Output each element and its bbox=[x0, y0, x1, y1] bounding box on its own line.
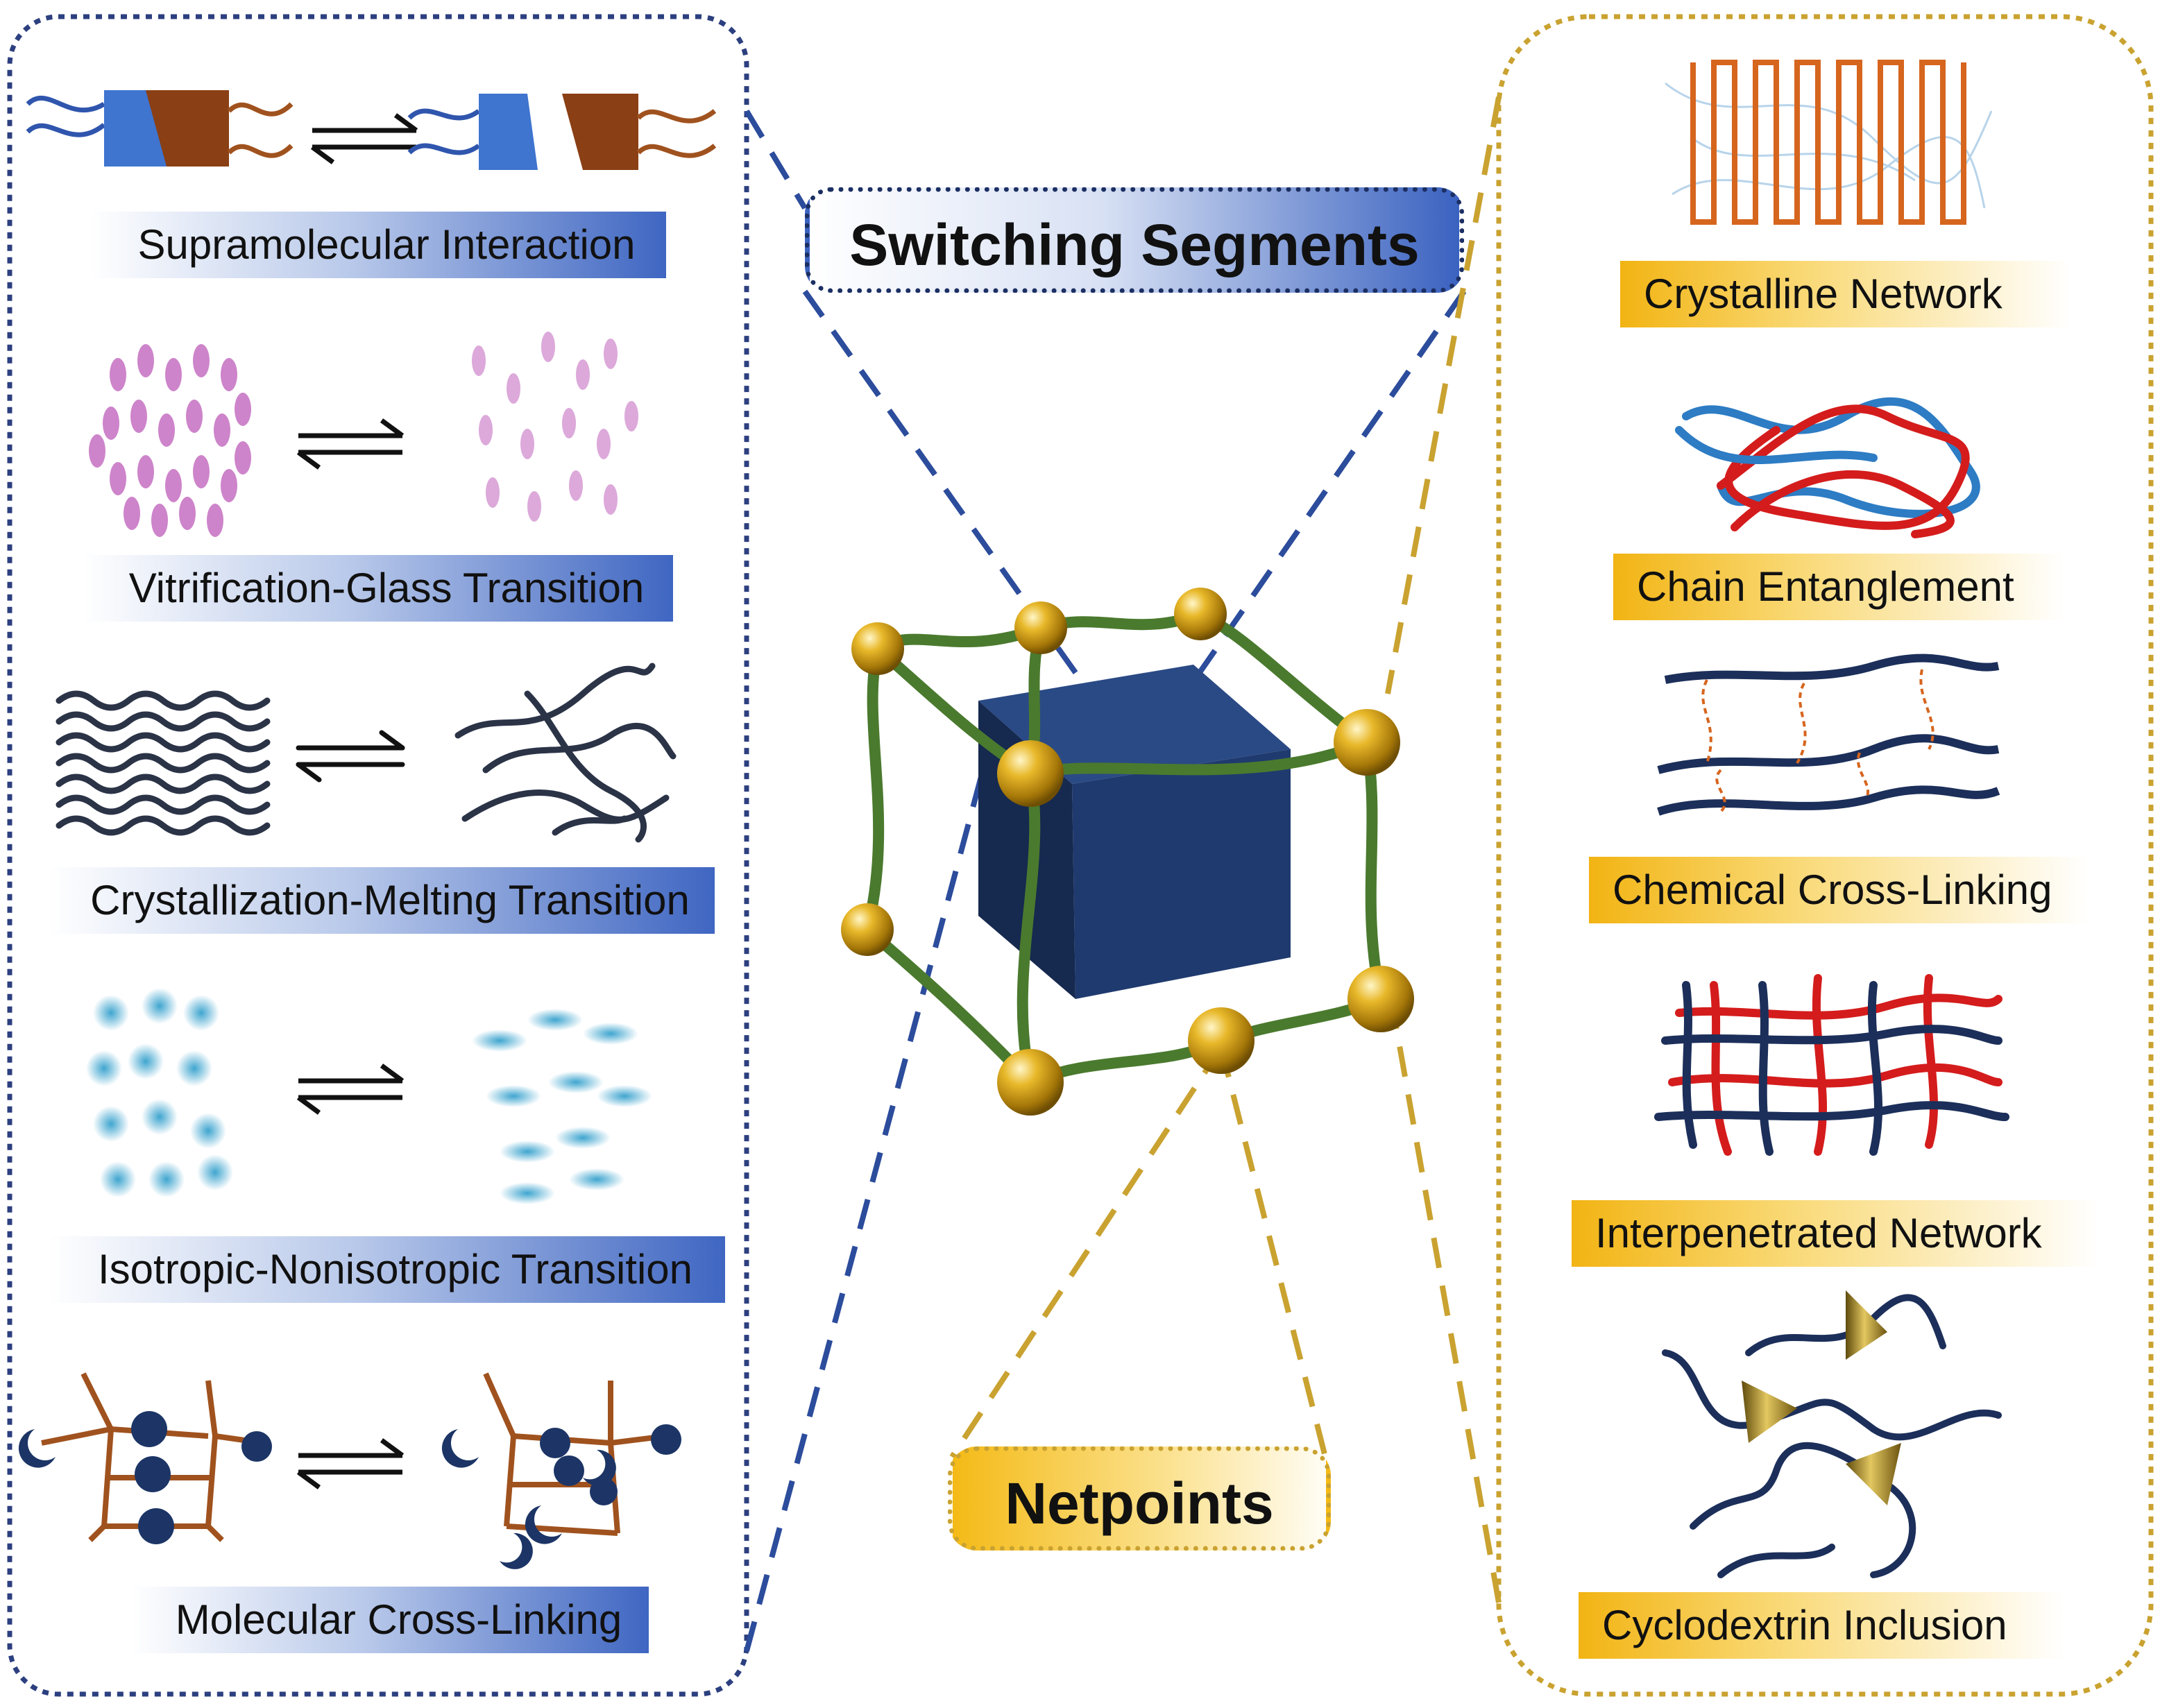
polymer-network-cube bbox=[841, 588, 1414, 1116]
label-isotropic-nonisotropic-transition: Isotropic-Nonisotropic Transition bbox=[49, 1236, 725, 1303]
supramolecular-illustration bbox=[26, 90, 717, 170]
label-chemical-cross-linking: Chemical Cross-Linking bbox=[1589, 857, 2089, 923]
chain-entanglement-illustration bbox=[1675, 397, 1980, 538]
crystalline-network-illustration bbox=[1665, 60, 1993, 225]
netpoints-title: Netpoints bbox=[948, 1446, 1331, 1551]
label-molecular-cross-linking: Molecular Cross-Linking bbox=[132, 1587, 649, 1653]
label-chain-entanglement: Chain Entanglement bbox=[1613, 554, 2064, 620]
netpoints-connector-lines bbox=[949, 96, 1502, 1603]
interpenetrated-network-illustration bbox=[1654, 974, 2009, 1156]
isotropic-illustration bbox=[86, 988, 652, 1204]
label-crystallization-melting-transition: Crystallization-Melting Transition bbox=[49, 867, 715, 934]
label-crystalline-network: Crystalline Network bbox=[1620, 261, 2071, 327]
label-vitrification-glass-transition: Vitrification-Glass Transition bbox=[83, 555, 673, 622]
label-interpenetrated-network: Interpenetrated Network bbox=[1572, 1200, 2099, 1267]
switching-connector-lines bbox=[744, 109, 1467, 1653]
label-cyclodextrin-inclusion: Cyclodextrin Inclusion bbox=[1579, 1592, 2064, 1659]
switching-segments-title: Switching Segments bbox=[805, 187, 1464, 293]
crystallization-illustration bbox=[56, 663, 677, 843]
cyclodextrin-inclusion-illustration bbox=[1662, 1290, 2002, 1578]
molecular-crosslinking-illustration bbox=[18, 1372, 681, 1569]
netpoints-panel bbox=[1496, 14, 2154, 1697]
vitrification-illustration bbox=[89, 332, 638, 537]
netpoint-sphere-icon bbox=[841, 588, 1414, 1116]
chemical-crosslinking-illustration bbox=[1657, 654, 2000, 816]
label-supramolecular-interaction: Supramolecular Interaction bbox=[90, 212, 666, 278]
